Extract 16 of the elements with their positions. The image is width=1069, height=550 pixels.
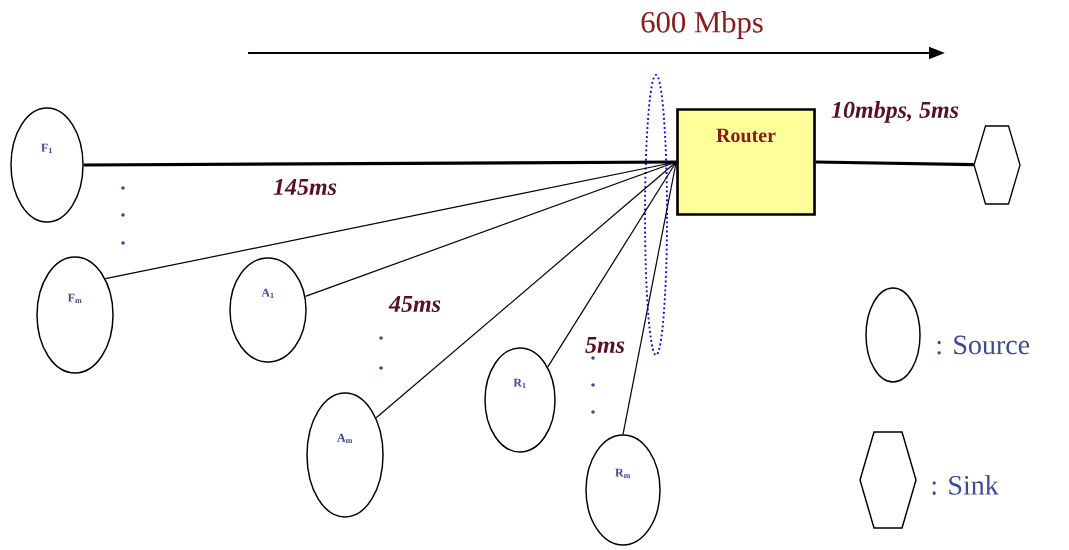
connector-line [622, 161, 677, 435]
connector-line [375, 161, 677, 419]
edge-label: 10mbps, 5ms [831, 101, 959, 123]
edge-label: 5ms [585, 337, 625, 353]
connector-line [304, 161, 677, 297]
router-box: Router [676, 108, 816, 216]
connector-line [815, 160, 974, 167]
connector-line [83, 160, 677, 167]
sink-hexagon [973, 125, 1021, 205]
bandwidth-label: 600 Mbps [641, 11, 763, 39]
connector-line [104, 161, 677, 280]
legend-item: : Sink [859, 431, 999, 529]
edge-label: 45ms [388, 295, 441, 312]
connector-line [547, 161, 677, 368]
legend-item: : Source [865, 287, 1030, 383]
edge-label: 145ms [273, 178, 337, 196]
